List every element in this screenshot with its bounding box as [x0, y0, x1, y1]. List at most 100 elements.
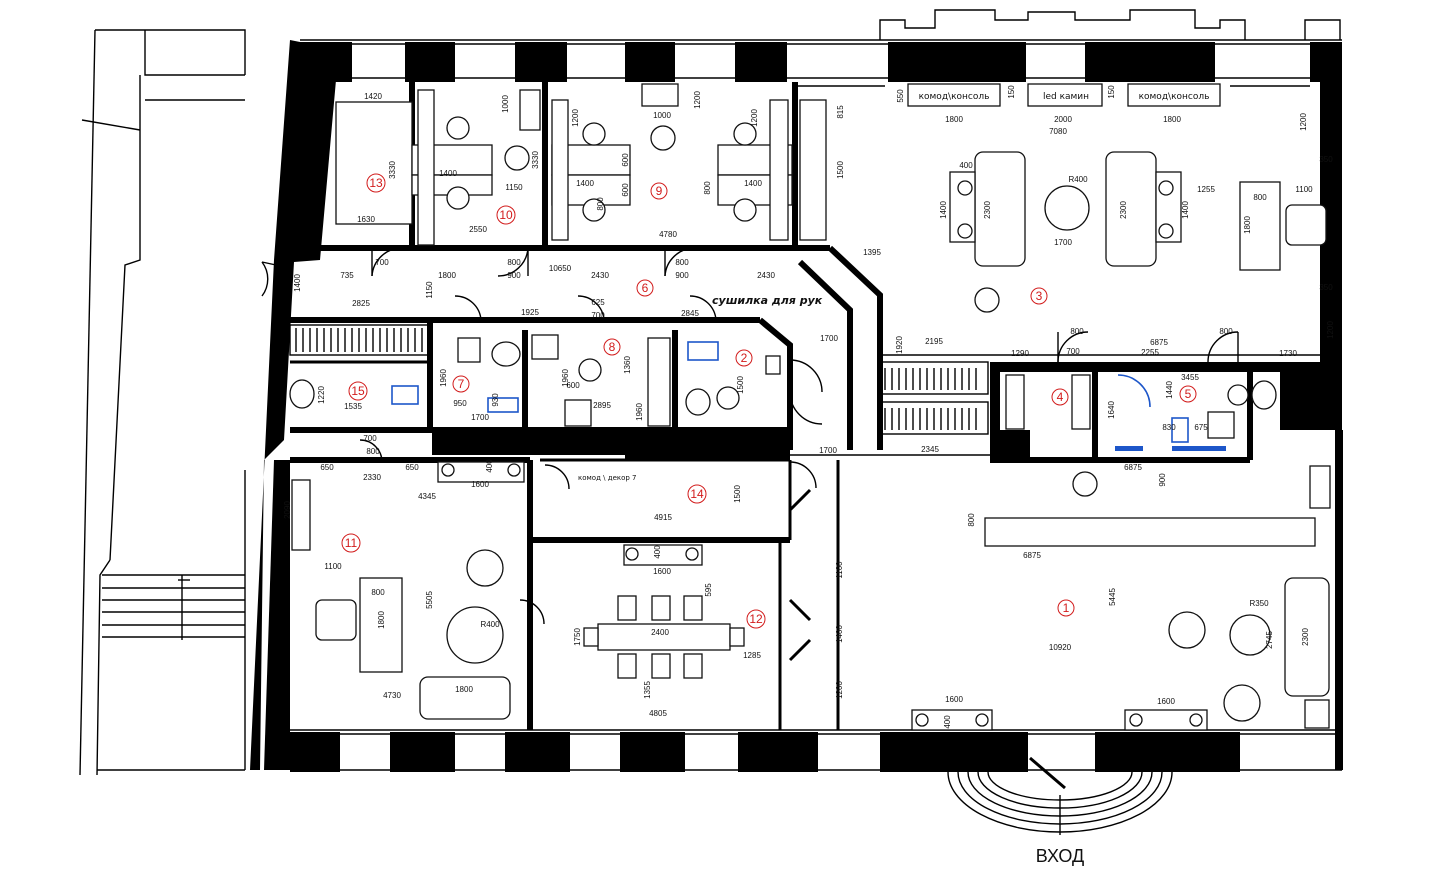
room-number-4: 4: [1057, 390, 1064, 404]
dimension-label: 2345: [921, 445, 939, 454]
dimension-label: 4780: [659, 230, 677, 239]
dimension-label: 2430: [591, 271, 609, 280]
dimension-label: 400: [943, 715, 952, 729]
dimension-label: 4805: [649, 709, 667, 718]
dimension-label: 1750: [573, 628, 582, 646]
room-number-7: 7: [458, 377, 465, 391]
dimension-label: 4345: [418, 492, 436, 501]
dimension-label: 1200: [750, 109, 759, 127]
room-number-8: 8: [609, 340, 616, 354]
dimension-label: 2825: [352, 299, 370, 308]
dimension-label: 2400: [651, 628, 669, 637]
dimension-label: R400: [1068, 175, 1088, 184]
dimension-label: 1700: [471, 413, 489, 422]
escalator-steps: [884, 368, 977, 430]
dimension-label: 800: [703, 181, 712, 195]
dimension-label: 1960: [561, 369, 570, 387]
dimension-label: 400: [485, 459, 494, 473]
adjacent-stairwell: [79, 29, 246, 776]
dimension-label: 1630: [357, 215, 375, 224]
dimension-label: 4915: [654, 513, 672, 522]
dimension-label: 650: [405, 463, 419, 472]
room-labels: 1 2 3 4 5 6 7 8 9 10 11 12 13 14 15: [341, 173, 1197, 629]
dimension-label: 1800: [1163, 115, 1181, 124]
dimension-label: 400: [653, 545, 662, 559]
room-number-9: 9: [656, 184, 663, 198]
dimension-label: 1400: [939, 201, 948, 219]
dimension-label: 1500: [733, 485, 742, 503]
dimension-label: 1700: [820, 334, 838, 343]
dimension-label: 800: [967, 513, 976, 527]
room-number-10: 10: [499, 208, 513, 222]
dimension-label: 1100: [1295, 185, 1313, 194]
decor-note: комод \ декор 7: [578, 474, 637, 482]
dimension-label: 900: [1158, 473, 1167, 487]
room-number-12: 12: [749, 612, 763, 626]
dimension-label: 1255: [1197, 185, 1215, 194]
room-label-7: 7: [452, 375, 470, 393]
entrance-steps: [947, 756, 1173, 835]
interior-walls: [289, 82, 1320, 730]
dimension-label: 3330: [531, 151, 540, 169]
dimension-label: 800: [507, 258, 521, 267]
room-label-6: 6: [636, 279, 654, 297]
dimension-label: 2745: [1265, 631, 1274, 649]
dimension-label: 1600: [945, 695, 963, 704]
console-right-label: комод\консоль: [1139, 92, 1210, 102]
dimension-label: 1400: [293, 274, 302, 292]
dimension-label: 1395: [863, 248, 881, 257]
dimension-label: 1400: [835, 625, 844, 643]
dimension-label: 1000: [653, 111, 671, 120]
room-number-14: 14: [690, 487, 704, 501]
dimension-label: 830: [1162, 423, 1176, 432]
dimension-label: 150: [1107, 85, 1116, 99]
dimension-label: 1800: [438, 271, 456, 280]
dimension-label: 1355: [643, 681, 652, 699]
dimension-label: 2000: [1054, 115, 1072, 124]
dimension-label: 800: [675, 258, 689, 267]
dimension-label: 1700: [819, 446, 837, 455]
room-number-15: 15: [351, 384, 365, 398]
dimension-label: 735: [340, 271, 354, 280]
dimension-label: 1400: [439, 169, 457, 178]
dimension-label: 1440: [1165, 381, 1174, 399]
dimension-label: 2430: [757, 271, 775, 280]
dimension-label: 1800: [377, 611, 386, 629]
room-label-5: 5: [1179, 385, 1197, 403]
dimension-label: 1220: [317, 386, 326, 404]
dimension-label: 800: [1253, 193, 1267, 202]
dimension-label: 1535: [344, 402, 362, 411]
room-label-12: 12: [746, 609, 766, 629]
dimension-label: 10650: [549, 264, 572, 273]
dimension-label: 1100: [835, 561, 844, 579]
dimension-label: 2550: [469, 225, 487, 234]
grille-lines: [295, 328, 423, 352]
dimension-label: 1800: [455, 685, 473, 694]
dimension-label: 6875: [1150, 338, 1168, 347]
dimension-label: 1290: [1011, 349, 1029, 358]
dimension-label: 600: [566, 381, 580, 390]
dimension-label: 1600: [653, 567, 671, 576]
dimension-label: 7080: [1049, 127, 1067, 136]
dimension-label: 5445: [1108, 588, 1117, 606]
dimension-label: 1960: [439, 369, 448, 387]
dimension-label: 1730: [1279, 349, 1297, 358]
room-number-13: 13: [369, 176, 383, 190]
room-label-3: 3: [1030, 287, 1048, 305]
dimension-label: 1200: [1299, 113, 1308, 131]
dimension-label: 400: [959, 161, 973, 170]
dimension-label: 1920: [895, 336, 904, 354]
room-label-8: 8: [603, 338, 621, 356]
dimension-label: 900: [507, 271, 521, 280]
console-left-label: комод\консоль: [919, 92, 990, 102]
room-number-1: 1: [1063, 601, 1070, 615]
room-number-2: 2: [741, 351, 748, 365]
dimension-label: 900: [675, 271, 689, 280]
dimension-label: 2300: [1301, 628, 1310, 646]
dimension-label: 1400: [576, 179, 594, 188]
dimension-label: 1420: [364, 92, 382, 101]
room-label-13: 13: [366, 173, 386, 193]
room-label-10: 10: [496, 205, 516, 225]
